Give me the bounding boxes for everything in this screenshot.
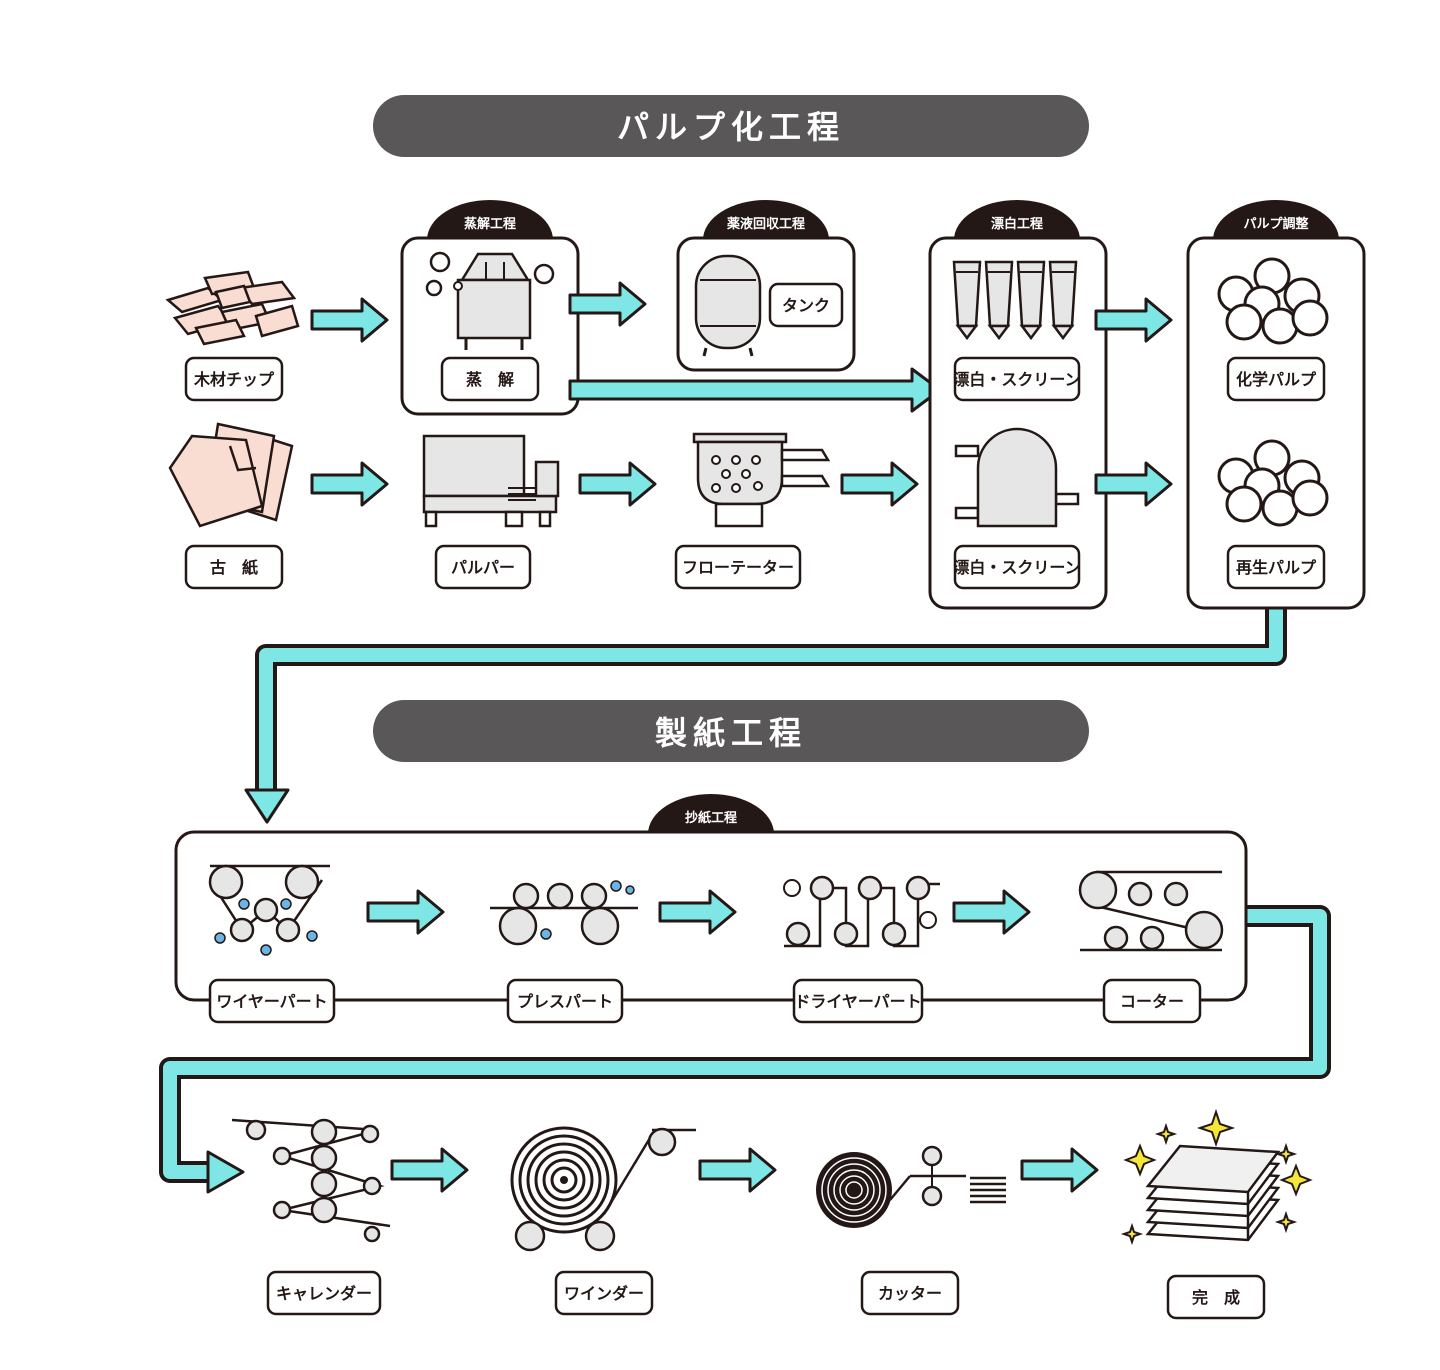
- recovery-box: 薬液回収工程 タンク: [676, 200, 856, 372]
- complete-label: 完 成: [1166, 1274, 1266, 1320]
- paper-section-title: 製紙工程: [655, 714, 807, 752]
- pulp-section-header: パルプ化工程: [373, 95, 1089, 157]
- papermaking-tab: 抄紙工程: [685, 810, 737, 826]
- arrow-cutter-to-complete: [1020, 1147, 1099, 1193]
- tank-label: タンク: [782, 296, 830, 315]
- pulp-adjust-box: パルプ調整 化学パルプ 再生パルプ: [1186, 200, 1366, 610]
- digest-label: 蒸 解: [466, 370, 514, 389]
- dryer-part-label: ドライヤーパート: [794, 992, 921, 1011]
- paper-roll-icon: [510, 1126, 696, 1252]
- arrow-pulper-to-flotator: [578, 461, 657, 507]
- pulp-section-title: パルプ化工程: [617, 108, 845, 146]
- svg-text:キャレンダー: キャレンダー: [276, 1284, 372, 1303]
- flotator-label: フローテーター: [674, 544, 802, 590]
- flotator-icon: [692, 432, 831, 528]
- coater-icon: [1078, 870, 1224, 952]
- recycled-pulp-label: 再生パルプ: [1236, 558, 1317, 577]
- wire-part-label: ワイヤーパート: [216, 992, 327, 1011]
- calender-label: キャレンダー: [266, 1270, 382, 1316]
- digest-tab: 蒸解工程: [464, 216, 516, 232]
- arrow-digest-to-tank: [568, 281, 647, 327]
- old-paper-label: 古 紙: [184, 544, 284, 590]
- svg-text:木材チップ: 木材チップ: [193, 370, 275, 389]
- pulper-label: パルパー: [434, 544, 532, 590]
- flow-connectors: [159, 606, 1331, 1194]
- papermaking-box: 抄紙工程 ワイヤーパート: [174, 794, 1248, 1024]
- digest-box: 蒸解工程 蒸 解: [400, 200, 580, 416]
- paper-stack-icon: [168, 422, 294, 528]
- bleach-tab: 漂白工程: [991, 216, 1043, 232]
- bleach-screen-bottom-label: 漂白・スクリーン: [953, 558, 1080, 577]
- dryer-part-icon: [783, 875, 940, 948]
- arrow-paper-to-pulper: [310, 461, 389, 507]
- arrow-winder-to-cutter: [698, 1147, 777, 1193]
- recovery-tab: 薬液回収工程: [726, 216, 805, 232]
- pulp-adjust-tab: パルプ調整: [1243, 216, 1309, 232]
- bleach-towers-icon: [952, 260, 1078, 341]
- svg-text:フローテーター: フローテーター: [682, 558, 794, 577]
- calender-icon: [231, 1118, 391, 1243]
- coater-label: コーター: [1120, 992, 1184, 1011]
- svg-text:古 紙: 古 紙: [210, 558, 258, 577]
- wood-chips-icon: [165, 270, 300, 346]
- tank-icon: [694, 254, 762, 357]
- arrow-flotator-to-bleach: [840, 461, 919, 507]
- svg-text:カッター: カッター: [878, 1284, 942, 1303]
- finished-paper-icon: [1145, 1144, 1281, 1242]
- arrow-chip-to-digest: [310, 297, 389, 343]
- cutter-label: カッター: [860, 1270, 960, 1316]
- arrow-calender-to-winder: [390, 1147, 469, 1193]
- bleach-box: 漂白工程 漂白・スクリーン 漂白・スクリーン: [928, 200, 1108, 610]
- digester-icon: [425, 251, 555, 350]
- pulper-icon: [422, 434, 560, 528]
- svg-text:パルパー: パルパー: [451, 558, 515, 577]
- chemical-pulp-label: 化学パルプ: [1236, 370, 1317, 389]
- wood-chip-label: 木材チップ: [184, 356, 284, 402]
- svg-text:完 成: 完 成: [1192, 1288, 1240, 1307]
- cutter-icon: [816, 1145, 1006, 1228]
- press-part-label: プレスパート: [517, 992, 613, 1011]
- press-part-icon: [490, 880, 638, 946]
- arrow-digest-to-bleach: [568, 367, 942, 413]
- sparkle-icon: [1120, 1108, 1313, 1246]
- bleach-dome-icon: [954, 427, 1080, 528]
- bleach-screen-top-label: 漂白・スクリーン: [953, 370, 1080, 389]
- winder-label: ワインダー: [554, 1270, 654, 1316]
- svg-text:ワインダー: ワインダー: [564, 1284, 644, 1303]
- paper-section-header: 製紙工程: [373, 700, 1089, 762]
- wire-part-icon: [208, 864, 330, 956]
